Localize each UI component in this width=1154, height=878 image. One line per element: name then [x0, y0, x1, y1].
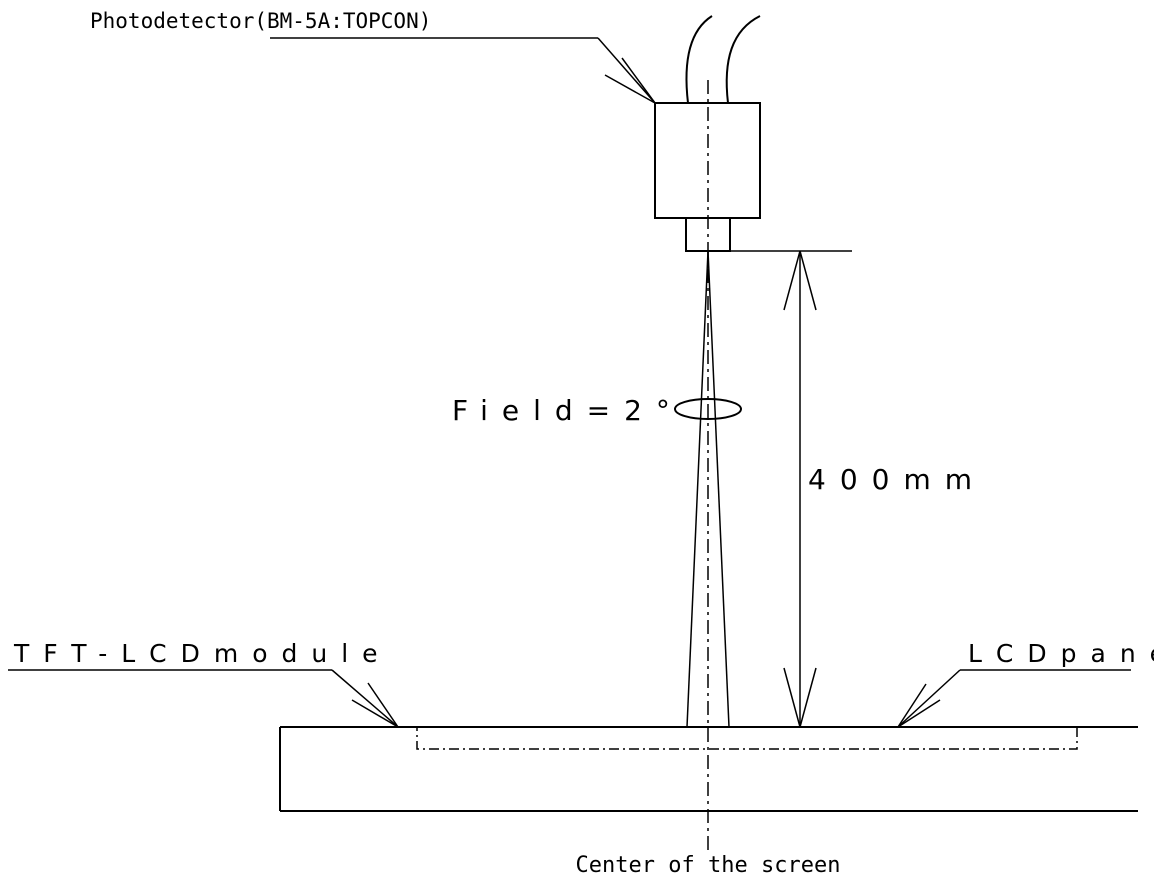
- lcd-panel-label: LCDpanel: [968, 639, 1154, 668]
- field-ellipse: [674, 398, 742, 420]
- lcd-panel-leader: [897, 669, 1131, 728]
- light-cone: [686, 250, 730, 728]
- field-label: Field=2°: [452, 394, 684, 427]
- tft-module-label: TFT-LCDmodule: [13, 639, 392, 668]
- photodetector-label: Photodetector(BM-5A:TOPCON): [90, 9, 431, 33]
- tft-lcd-module: [279, 726, 1138, 812]
- tft-module-leader: [8, 669, 399, 728]
- lcd-panel-outline: [416, 726, 1078, 750]
- distance-dimension: [783, 250, 817, 728]
- center-label: Center of the screen: [576, 853, 841, 878]
- distance-label: 400mm: [808, 463, 986, 496]
- detector-cables: [685, 15, 761, 104]
- photodetector-leader: [270, 37, 656, 104]
